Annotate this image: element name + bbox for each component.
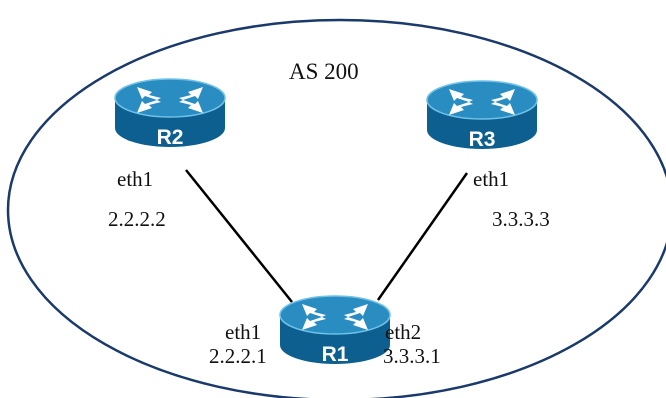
router-r1-label: R1 xyxy=(322,343,349,366)
link-r3-r1 xyxy=(376,172,469,301)
r1-eth1-name: eth1 xyxy=(225,320,261,344)
r1-eth2-name: eth2 xyxy=(385,320,421,344)
link-r2-r1 xyxy=(185,169,293,303)
router-r2-label: R2 xyxy=(157,126,184,149)
router-r3-label: R3 xyxy=(469,128,496,151)
router-r2[interactable]: R2 xyxy=(114,78,226,149)
r3-eth1-name: eth1 xyxy=(473,167,509,191)
as-boundary-ellipse xyxy=(6,18,666,398)
r1-eth1-ip: 2.2.2.1 xyxy=(209,344,267,368)
r2-eth1-name: eth1 xyxy=(117,167,153,191)
r2-eth1-ip: 2.2.2.2 xyxy=(108,207,166,231)
r1-eth2-ip: 3.3.3.1 xyxy=(383,344,441,368)
as-label: AS 200 xyxy=(289,59,359,84)
router-r1[interactable]: R1 xyxy=(279,295,391,366)
r3-eth1-ip: 3.3.3.3 xyxy=(492,207,550,231)
router-r3[interactable]: R3 xyxy=(426,80,538,151)
